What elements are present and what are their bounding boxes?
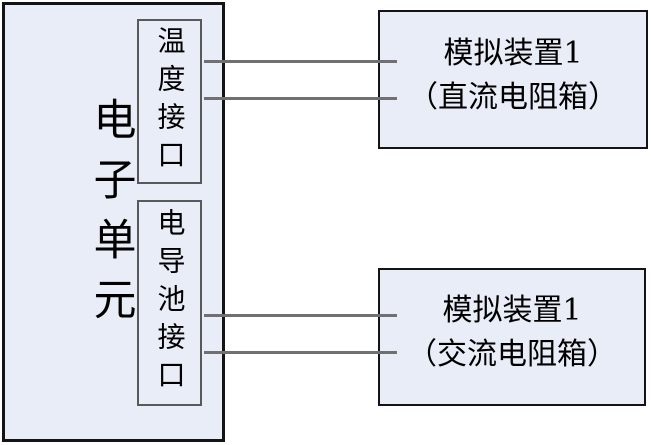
conductivity-cell-interface-box: 电导池接口 [137, 200, 202, 406]
electronic-unit-label: 电子单元 [86, 97, 136, 337]
simulated-device-ac-title: 模拟装置1 [442, 293, 582, 328]
simulated-device-dc-subtitle: （直流电阻箱） [408, 79, 618, 115]
connector-line-temperature-1 [204, 60, 397, 63]
simulated-device-dc-title: 模拟装置1 [443, 35, 583, 71]
simulated-device-dc-box: 模拟装置1 （直流电阻箱） [378, 10, 648, 149]
conductivity-cell-interface-label: 电导池接口 [153, 208, 187, 398]
simulated-device-ac-subtitle: （交流电阻箱） [407, 337, 617, 372]
simulated-device-ac-box: 模拟装置1 （交流电阻箱） [378, 268, 646, 406]
temperature-interface-box: 温度接口 [137, 19, 202, 184]
connector-line-conductivity-2 [204, 351, 397, 354]
connector-line-conductivity-1 [204, 314, 397, 317]
connector-line-temperature-2 [204, 97, 397, 100]
temperature-interface-label: 温度接口 [153, 25, 187, 178]
